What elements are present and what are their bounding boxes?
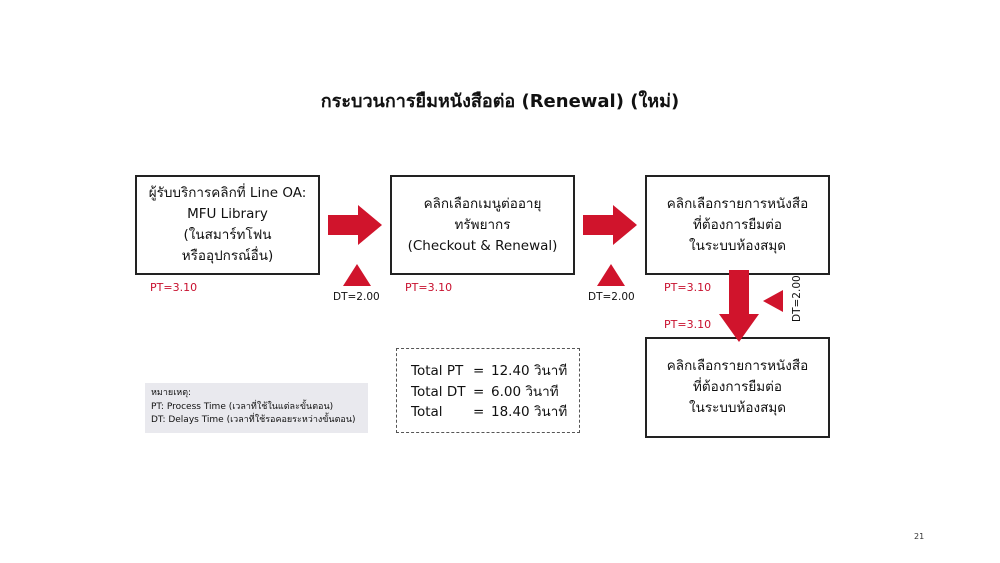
step-box-3: คลิกเลือกรายการหนังสือ ที่ต้องการยืมต่อ … (645, 175, 830, 275)
dt-label-2: DT=2.00 (588, 291, 635, 303)
totals-box: Total PT = 12.40 วินาที Total DT = 6.00 … (396, 348, 580, 433)
step-1-line-2: MFU Library (187, 206, 268, 222)
delay-triangle-icon-1 (343, 264, 371, 286)
step-3-line-1: คลิกเลือกรายการหนังสือ (666, 195, 809, 212)
notes-heading: หมายเหตุ: (151, 388, 192, 398)
notes-legend: หมายเหตุ: PT: Process Time (เวลาที่ใช้ใน… (145, 383, 368, 433)
dt-label-1: DT=2.00 (333, 291, 380, 303)
total-dt-label: Total DT (411, 383, 466, 400)
page-title: กระบวนการยืมหนังสือต่อ (Renewal) (ใหม่) (320, 91, 680, 112)
delay-triangle-left-icon (763, 290, 783, 312)
pt-label-2: PT=3.10 (405, 281, 453, 294)
step-2-line-1: คลิกเลือกเมนูต่ออายุ (423, 195, 542, 212)
step-3-line-3: ในระบบห้องสมุด (689, 237, 786, 254)
dt-label-3: DT=2.00 (791, 275, 803, 322)
total-row: Total PT = 12.40 วินาที (411, 361, 579, 382)
total-eq: = (473, 404, 485, 420)
total-value: 18.40 วินาที (491, 404, 568, 420)
step-2-line-2: ทรัพยากร (454, 216, 511, 233)
total-label: Total (411, 404, 443, 420)
step-1-line-4: หรืออุปกรณ์อื่น) (181, 248, 274, 264)
step-1-line-1: ผู้รับบริการคลิกที่ Line OA: (148, 185, 307, 201)
total-row: Total DT = 6.00 วินาที (411, 382, 579, 403)
step-box-2: คลิกเลือกเมนูต่ออายุ ทรัพยากร (Checkout … (390, 175, 575, 275)
flow-arrow-icon-1 (328, 205, 382, 245)
pt-label-3: PT=3.10 (664, 281, 712, 294)
total-row: Total = 18.40 วินาที (411, 402, 579, 423)
step-4-line-3: ในระบบห้องสมุด (689, 400, 786, 416)
step-1-line-3: (ในสมาร์ทโฟน (183, 227, 272, 243)
notes-pt: PT: Process Time (เวลาที่ใช้ในแต่ละขั้นต… (151, 401, 334, 412)
step-box-1: ผู้รับบริการคลิกที่ Line OA: MFU Library… (135, 175, 320, 275)
total-pt-label: Total PT (411, 363, 464, 379)
step-2-line-3: (Checkout & Renewal) (407, 237, 558, 254)
page-number: 21 (914, 532, 925, 541)
total-pt-value: 12.40 วินาที (491, 363, 568, 379)
step-4-line-1: คลิกเลือกรายการหนังสือ (666, 358, 809, 374)
step-3-line-2: ที่ต้องการยืมต่อ (692, 216, 783, 233)
delay-triangle-icon-2 (597, 264, 625, 286)
total-pt-eq: = (473, 363, 485, 379)
step-box-4: คลิกเลือกรายการหนังสือ ที่ต้องการยืมต่อ … (645, 337, 830, 438)
flow-arrow-down-icon (719, 270, 759, 342)
step-4-line-2: ที่ต้องการยืมต่อ (692, 379, 783, 395)
pt-label-4: PT=3.10 (664, 318, 712, 331)
flow-arrow-icon-2 (583, 205, 637, 245)
total-dt-eq: = (473, 383, 485, 400)
pt-label-1: PT=3.10 (150, 281, 198, 294)
total-dt-value: 6.00 วินาที (491, 383, 559, 400)
notes-dt: DT: Delays Time (เวลาที่ใช้รอคอยระหว่างข… (151, 415, 356, 425)
